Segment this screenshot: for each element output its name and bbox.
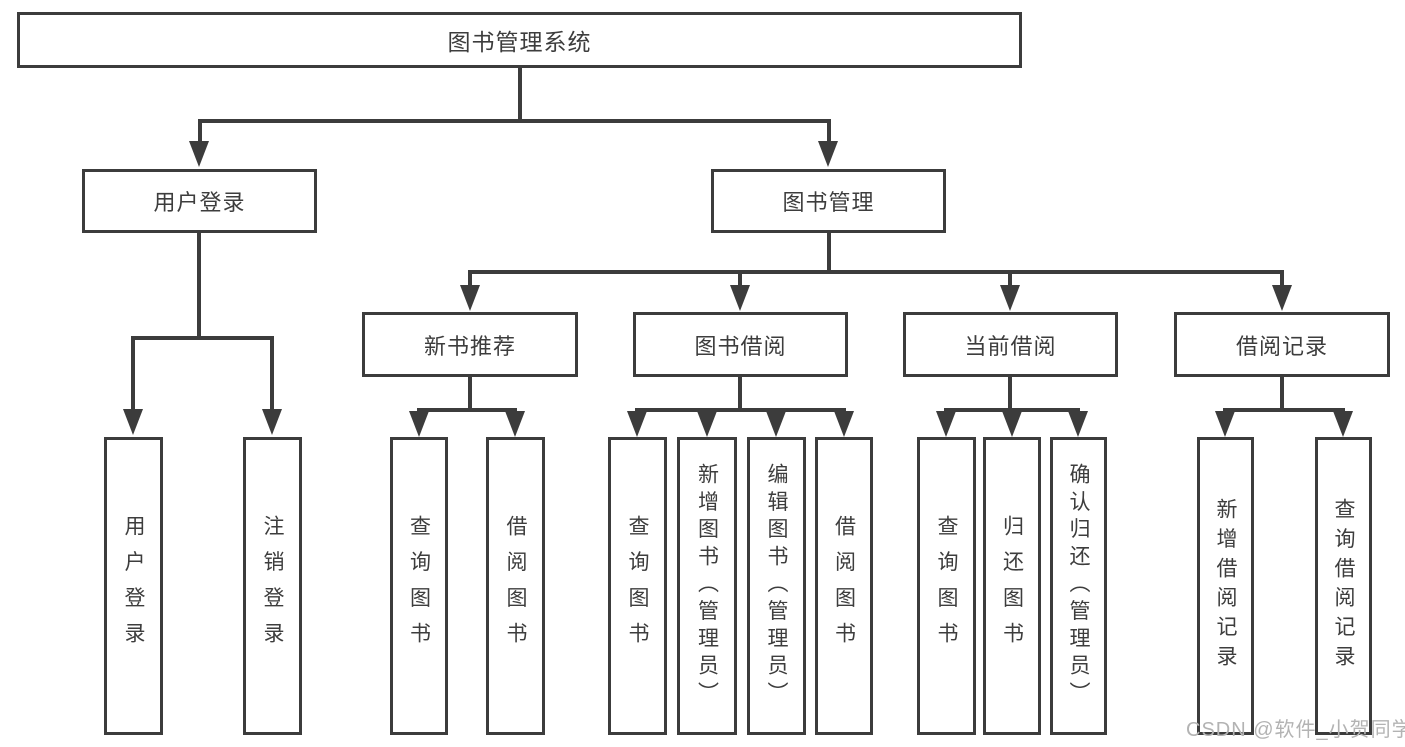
arrow-down-icon [409, 411, 429, 437]
leaf-add-books-admin-label: 新增图书（管理员） [695, 463, 719, 709]
arrow-down-icon [697, 411, 717, 437]
leaf-borrow-books-label: 借阅图书 [832, 514, 856, 658]
leaf-borrow-books-recommend-label: 借阅图书 [504, 514, 527, 658]
connector-mgmt-drop-2 [738, 270, 742, 287]
leaf-query-books-recommend: 查询图书 [390, 437, 448, 735]
leaf-confirm-return-admin-label: 确认归还（管理员） [1067, 463, 1090, 709]
connector-g5-hbar [1223, 408, 1345, 412]
node-user-login-label: 用户登录 [153, 190, 246, 215]
arrow-down-icon [1272, 285, 1292, 311]
node-borrowing-records-label: 借阅记录 [1235, 333, 1328, 359]
connector-g3-hbar [635, 408, 846, 412]
connector-mgmt-drop-1 [468, 270, 472, 287]
arrow-down-icon [834, 411, 854, 437]
leaf-logout: 注销登录 [243, 437, 302, 735]
leaf-confirm-return-admin: 确认归还（管理员） [1050, 437, 1107, 735]
connector-mgmt-hbar [468, 270, 1284, 274]
arrow-down-icon [1333, 411, 1353, 437]
connector-g4-hbar [944, 408, 1080, 412]
leaf-edit-books-admin: 编辑图书（管理员） [747, 437, 806, 735]
leaf-return-books: 归还图书 [983, 437, 1041, 735]
connector-login-hbar [131, 336, 274, 340]
leaf-query-books-current-label: 查询图书 [935, 514, 958, 658]
arrow-down-icon [1002, 411, 1022, 437]
arrow-down-icon [460, 285, 480, 311]
node-book-management-label: 图书管理 [782, 190, 875, 215]
leaf-user-login: 用户登录 [104, 437, 163, 735]
csdn-watermark: CSDN @软件_小贺同学 [1186, 719, 1405, 741]
connector-root-vline [518, 68, 522, 119]
connector-g4-vline [1008, 377, 1012, 408]
leaf-borrow-books: 借阅图书 [815, 437, 873, 735]
connector-login-vline [197, 233, 201, 336]
arrow-down-icon [766, 411, 786, 437]
arrow-down-icon [627, 411, 647, 437]
node-current-borrowing: 当前借阅 [903, 312, 1118, 377]
leaf-logout-label: 注销登录 [261, 514, 284, 658]
node-current-borrowing-label: 当前借阅 [964, 333, 1057, 359]
node-borrowing-records: 借阅记录 [1174, 312, 1390, 377]
leaf-query-borrow-record: 查询借阅记录 [1315, 437, 1372, 735]
arrow-down-icon [262, 409, 282, 435]
arrow-down-icon [123, 409, 143, 435]
leaf-query-books-current: 查询图书 [917, 437, 976, 735]
connector-mgmt-drop-3 [1008, 270, 1012, 287]
arrow-down-icon [1068, 411, 1088, 437]
arrow-down-icon [730, 285, 750, 311]
node-book-borrowing: 图书借阅 [633, 312, 848, 377]
node-user-login: 用户登录 [82, 169, 317, 233]
arrow-down-icon [189, 141, 209, 167]
connector-mgmt-vline [827, 233, 831, 270]
leaf-add-borrow-record-label: 新增借阅记录 [1214, 497, 1237, 675]
leaf-borrow-books-recommend: 借阅图书 [486, 437, 545, 735]
leaf-user-login-label: 用户登录 [122, 514, 145, 658]
connector-g3-vline [738, 377, 742, 408]
connector-login-drop-2 [270, 336, 274, 411]
leaf-return-books-label: 归还图书 [1000, 514, 1024, 658]
connector-login-drop-1 [131, 336, 135, 411]
arrow-down-icon [936, 411, 956, 437]
leaf-query-books-recommend-label: 查询图书 [407, 514, 431, 658]
connector-g5-vline [1280, 377, 1284, 408]
leaf-add-books-admin: 新增图书（管理员） [677, 437, 737, 735]
arrow-down-icon [1000, 285, 1020, 311]
node-new-book-recommend-label: 新书推荐 [423, 333, 516, 359]
arrow-down-icon [1215, 411, 1235, 437]
arrow-down-icon [818, 141, 838, 167]
node-book-management: 图书管理 [711, 169, 946, 233]
node-root: 图书管理系统 [17, 12, 1022, 68]
node-new-book-recommend: 新书推荐 [362, 312, 578, 377]
leaf-edit-books-admin-label: 编辑图书（管理员） [765, 463, 788, 709]
node-book-borrowing-label: 图书借阅 [694, 333, 787, 359]
connector-root-hbar [198, 119, 830, 123]
leaf-query-books-borrow: 查询图书 [608, 437, 667, 735]
connector-mgmt-drop-4 [1280, 270, 1284, 287]
connector-g2-hbar [417, 408, 517, 412]
leaf-query-books-borrow-label: 查询图书 [626, 514, 649, 658]
connector-root-drop-left [198, 119, 202, 143]
leaf-query-borrow-record-label: 查询借阅记录 [1332, 497, 1355, 675]
arrow-down-icon [505, 411, 525, 437]
leaf-add-borrow-record: 新增借阅记录 [1197, 437, 1254, 735]
node-root-label: 图书管理系统 [447, 29, 592, 55]
connector-root-drop-right [827, 119, 831, 143]
connector-g2-vline [468, 377, 472, 408]
